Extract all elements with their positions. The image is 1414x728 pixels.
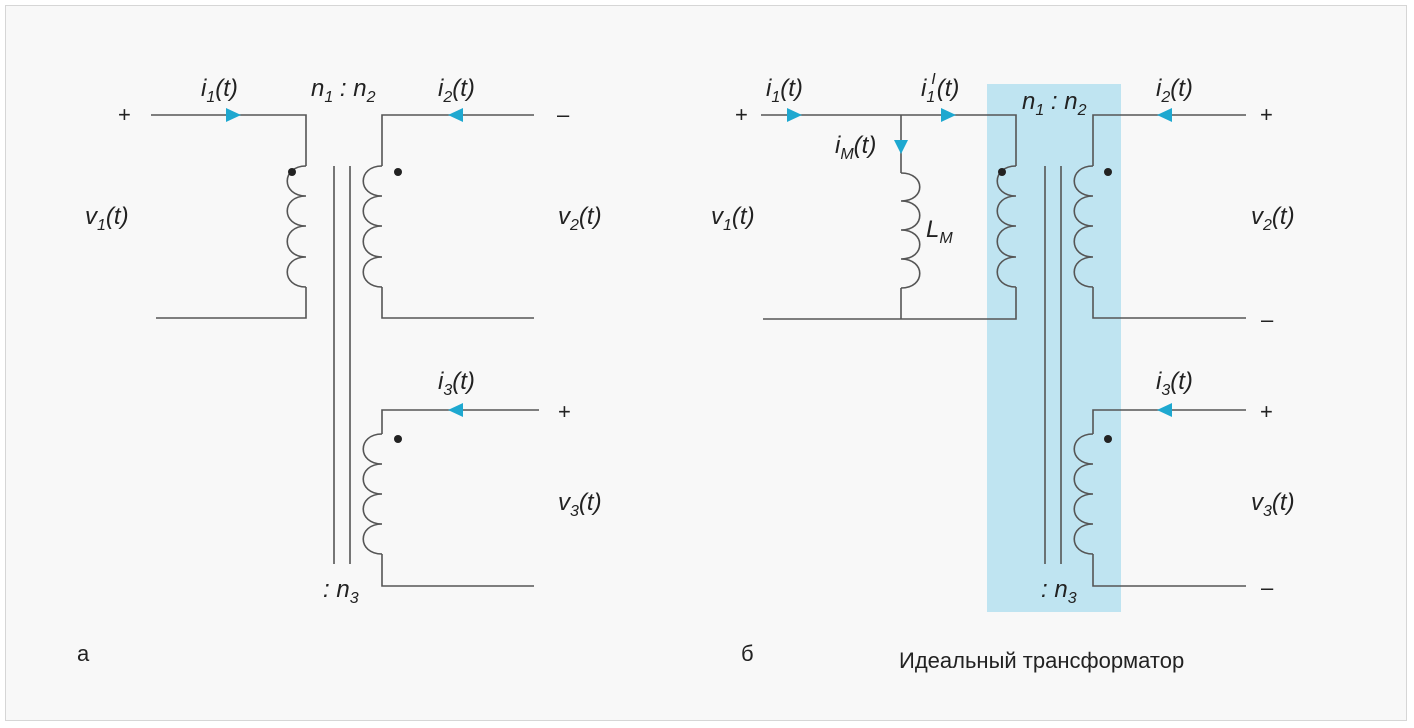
a-i2-arrow xyxy=(448,108,463,122)
b-i2-label: i2(t) xyxy=(1156,75,1193,106)
a-i3-arrow xyxy=(448,403,463,417)
b-ratio3-label: : n3 xyxy=(1041,576,1077,607)
b-i3-label: i3(t) xyxy=(1156,368,1193,399)
b-secondary2-top-wire xyxy=(1092,114,1246,166)
b-input-bottom-wire xyxy=(763,287,1017,320)
a-secondary3-bottom-wire xyxy=(381,554,534,587)
b-i1prime-label: i1I(t) xyxy=(921,71,959,106)
a-ratio-label: n1 : n2 xyxy=(311,75,376,106)
b-secondary3-top-wire xyxy=(1092,409,1246,434)
a-i1-label: i1(t) xyxy=(201,75,238,106)
b-v2-label: v2(t) xyxy=(1251,203,1295,234)
b-secondary3-polarity-dot xyxy=(1104,435,1112,443)
b-v1-label: v1(t) xyxy=(711,203,755,234)
a-secondary2-bottom-wire xyxy=(381,287,534,319)
circuit-diagram: + – + i1(t) n1 : n2 i2(t) v1(t) v2(t) i3… xyxy=(77,71,1295,673)
b-secondary2-polarity-dot xyxy=(1104,168,1112,176)
a-ratio3-label: : n3 xyxy=(323,576,359,607)
a-secondary2-coil xyxy=(362,165,383,288)
b-secondary3-coil xyxy=(1073,433,1094,555)
a-secondary3-top-wire xyxy=(381,409,539,434)
b-i1-arrow xyxy=(787,108,802,122)
a-i3-label: i3(t) xyxy=(438,368,475,399)
b-im-label: iM(t) xyxy=(835,132,876,163)
ideal-transformer-box xyxy=(987,84,1121,612)
a-v3-plus-sign: + xyxy=(558,399,571,424)
b-i1prime-arrow xyxy=(941,108,956,122)
figure-frame: + – + i1(t) n1 : n2 i2(t) v1(t) v2(t) i3… xyxy=(5,5,1407,721)
b-lm-label: LM xyxy=(926,216,953,247)
panel-a: + – + i1(t) n1 : n2 i2(t) v1(t) v2(t) i3… xyxy=(77,75,602,666)
a-primary-bottom-wire xyxy=(156,287,307,319)
a-secondary2-top-wire xyxy=(381,114,534,166)
b-v3-minus-sign: – xyxy=(1261,575,1274,600)
a-secondary2-polarity-dot xyxy=(394,168,402,176)
panel-b-tag: б xyxy=(741,641,754,666)
a-primary-top-wire xyxy=(151,114,307,166)
b-input-top-wire xyxy=(761,114,1017,166)
a-i2-label: i2(t) xyxy=(438,75,475,106)
a-primary-coil xyxy=(286,165,307,288)
b-i1-label: i1(t) xyxy=(766,75,803,106)
ideal-transformer-caption: Идеальный трансформатор xyxy=(899,648,1184,673)
a-secondary3-polarity-dot xyxy=(394,435,402,443)
b-im-arrow xyxy=(894,140,908,154)
b-primary-polarity-dot xyxy=(998,168,1006,176)
b-i3-arrow xyxy=(1157,403,1172,417)
b-lm-coil xyxy=(900,172,921,289)
b-v1-plus-sign: + xyxy=(735,102,748,127)
b-secondary2-coil xyxy=(1073,165,1094,288)
a-i1-arrow xyxy=(226,108,241,122)
b-i2-arrow xyxy=(1157,108,1172,122)
b-secondary3-bottom-wire xyxy=(1092,554,1246,587)
panel-a-tag: а xyxy=(77,641,90,666)
a-v2-label: v2(t) xyxy=(558,203,602,234)
b-primary-coil xyxy=(996,165,1017,288)
b-v3-plus-sign: + xyxy=(1260,399,1273,424)
panel-b: + + – + – i1(t) i1I(t) n1 : n2 i2(t) iM(… xyxy=(711,71,1295,673)
b-v2-plus-sign: + xyxy=(1260,102,1273,127)
b-v2-minus-sign: – xyxy=(1261,307,1274,332)
a-primary-polarity-dot xyxy=(288,168,296,176)
a-v1-label: v1(t) xyxy=(85,203,129,234)
a-v2-minus-sign: – xyxy=(557,102,570,127)
b-secondary2-bottom-wire xyxy=(1092,287,1246,319)
a-v3-label: v3(t) xyxy=(558,489,602,520)
b-v3-label: v3(t) xyxy=(1251,489,1295,520)
b-ratio-label: n1 : n2 xyxy=(1022,88,1087,119)
a-v1-plus-sign: + xyxy=(118,102,131,127)
a-secondary3-coil xyxy=(362,433,383,555)
